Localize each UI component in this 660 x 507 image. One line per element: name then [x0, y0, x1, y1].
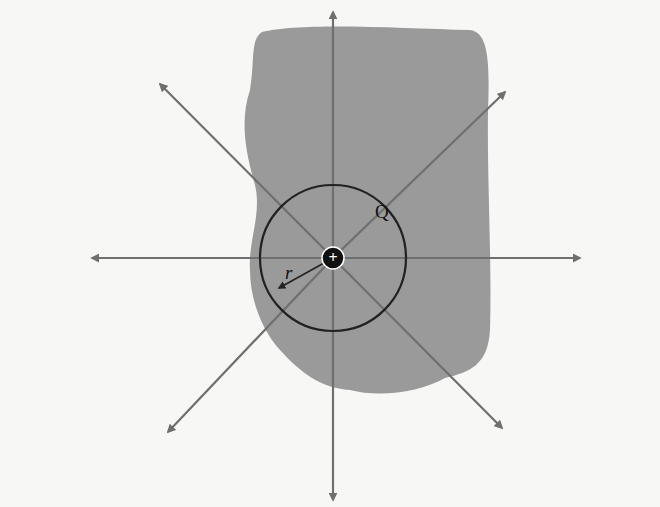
charge-sign: + [328, 250, 337, 266]
charged-region [245, 26, 491, 393]
gaussian-sphere [260, 185, 406, 331]
point-charge [322, 247, 344, 269]
charge-label: Q [375, 202, 389, 221]
radius-label: r [285, 263, 292, 282]
field-lines [92, 12, 580, 500]
